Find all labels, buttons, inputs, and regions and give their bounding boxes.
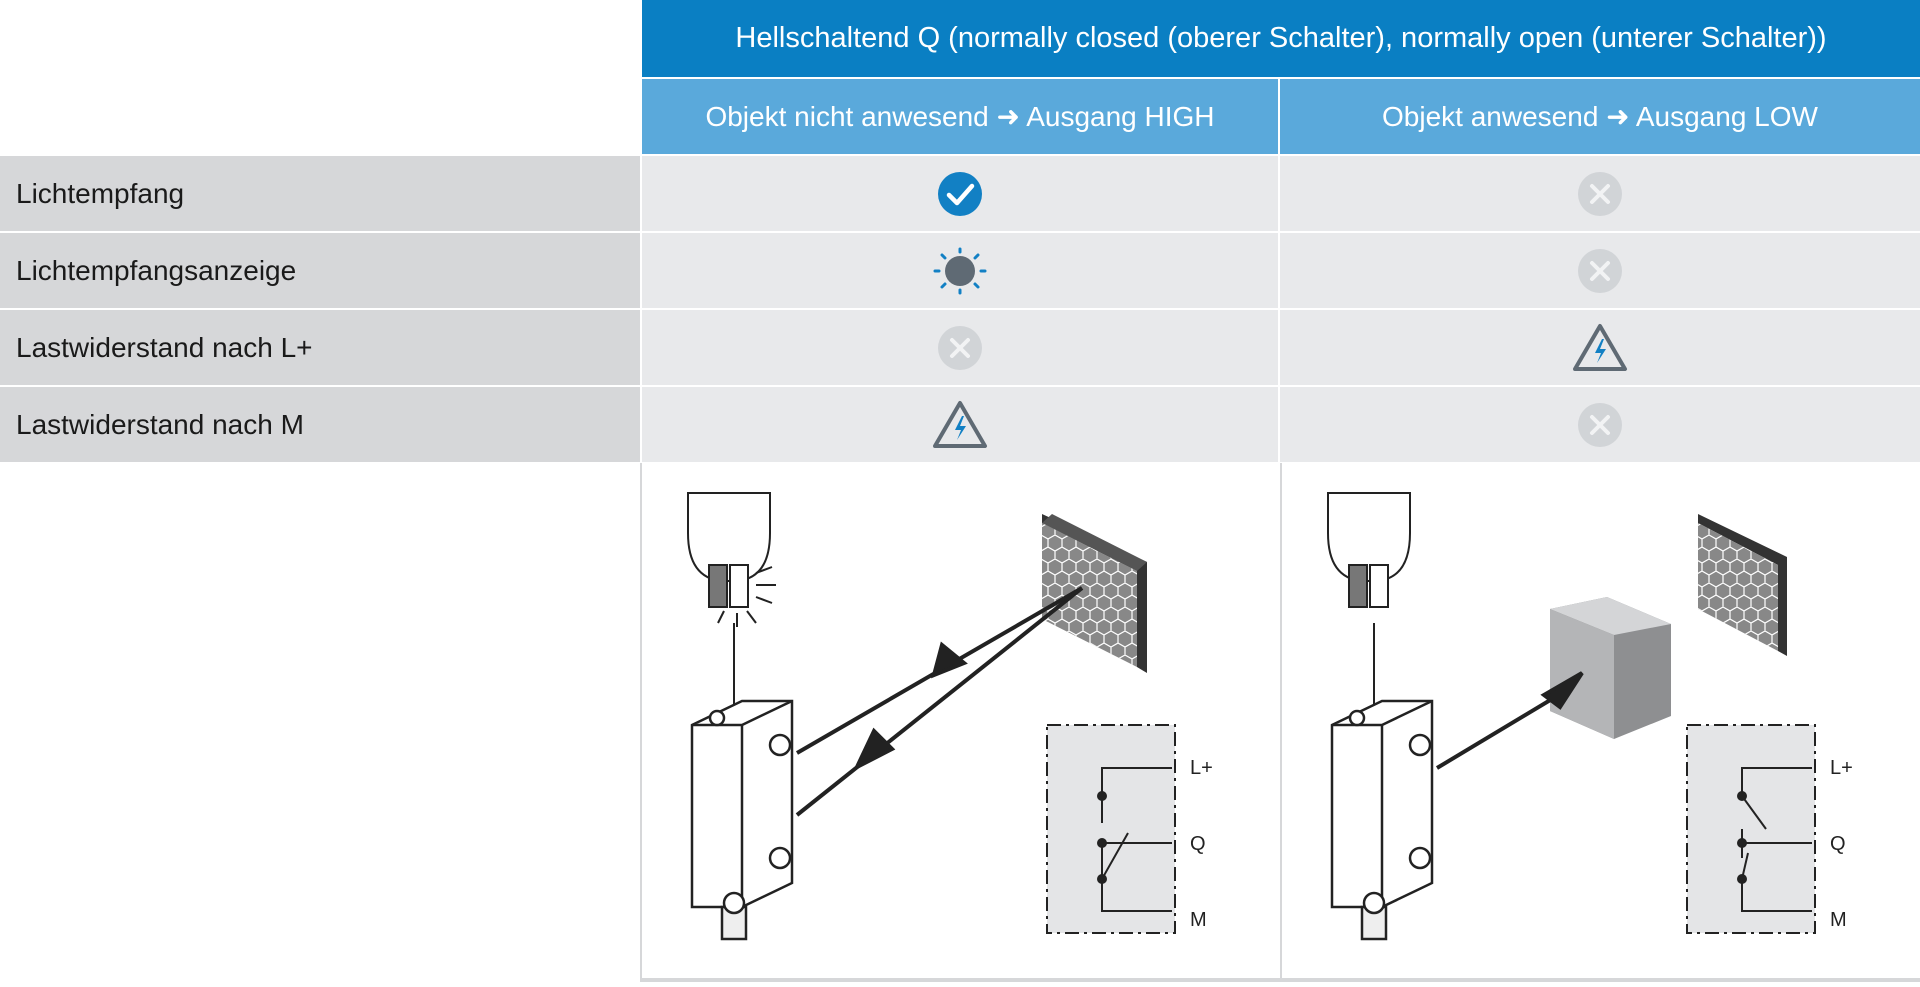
row-cell [642, 233, 1278, 308]
terminal-label-m: M [1830, 909, 1847, 931]
row-label-lastwiderstand-m: Lastwiderstand nach M [0, 387, 640, 462]
led-indicator-detail [687, 492, 776, 627]
warning-voltage-icon [933, 400, 987, 448]
row-cell [642, 156, 1278, 231]
column-header-object-present: Objekt anwesend ➜ Ausgang LOW [1280, 79, 1920, 154]
led-indicator-detail [1327, 492, 1411, 608]
terminal-label-q: Q [1190, 833, 1206, 855]
x-circle-icon [1578, 402, 1622, 447]
row-cell [642, 310, 1278, 385]
object-cube [1550, 597, 1671, 739]
reflector [1698, 514, 1787, 656]
sensor-body [1330, 699, 1434, 941]
illustration-object-absent: L+ Q M [640, 463, 1280, 982]
bottom-border [640, 978, 1920, 982]
x-circle-icon [938, 325, 982, 370]
table-title: Hellschaltend Q (normally closed (oberer… [642, 0, 1920, 77]
sensor-body [690, 699, 794, 941]
sensor-reflector-diagram: L+ Q M [687, 492, 1213, 941]
x-circle-icon [1578, 248, 1622, 293]
row-cell [1280, 387, 1920, 462]
check-icon [938, 171, 982, 216]
row-label-lichtempfang: Lichtempfang [0, 156, 640, 231]
warning-voltage-icon [1573, 323, 1627, 371]
reflector [1042, 514, 1147, 673]
row-label-lichtempfangsanzeige: Lichtempfangsanzeige [0, 233, 640, 308]
indicator-led-on-icon [933, 247, 987, 294]
x-circle-icon [1578, 171, 1622, 216]
circuit-nc-no [1686, 724, 1816, 934]
circuit-nc-no [1046, 724, 1176, 934]
row-cell [1280, 233, 1920, 308]
row-cell [1280, 310, 1920, 385]
sensor-object-diagram: L+ Q M [1327, 492, 1853, 941]
row-label-lastwiderstand-lplus: Lastwiderstand nach L+ [0, 310, 640, 385]
terminal-label-m: M [1190, 909, 1207, 931]
row-cell [642, 387, 1278, 462]
terminal-label-lplus: L+ [1190, 757, 1213, 779]
column-header-object-absent: Objekt nicht anwesend ➜ Ausgang HIGH [642, 79, 1278, 154]
row-cell [1280, 156, 1920, 231]
terminal-label-q: Q [1830, 833, 1846, 855]
terminal-label-lplus: L+ [1830, 757, 1853, 779]
illustration-object-present: L+ Q M [1280, 463, 1920, 982]
